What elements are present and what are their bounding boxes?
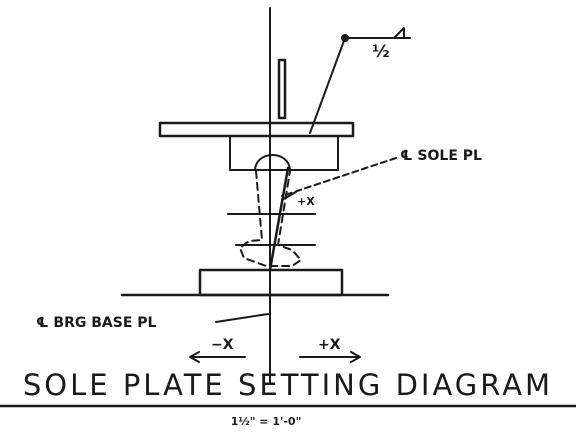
weld-size-label: ½ (372, 42, 390, 62)
offset-marker-line (281, 191, 297, 201)
plus-x-arrow-icon (350, 351, 361, 363)
minus-x-label: −X (211, 337, 234, 353)
minus-x-arrow-icon (189, 351, 200, 363)
sole-pl-leader (281, 157, 397, 197)
sole-plate-block (229, 136, 339, 171)
bearing-base-cl-label: ℄ BRG BASE PL (36, 315, 157, 331)
girder-flange (158, 121, 355, 138)
weld-leader-dot (341, 34, 349, 42)
brg-base-leader (215, 313, 269, 323)
sole-plate-center-line (268, 166, 290, 272)
drawing-scale: 1½" = 1'-0" (231, 415, 302, 428)
sole-plate-cl-label: ℄ SOLE PL (400, 148, 482, 164)
diagram-title: SOLE PLATE SETTING DIAGRAM (23, 368, 553, 402)
fillet-weld-symbol-icon (393, 27, 405, 39)
plus-x-label: +X (318, 337, 341, 353)
offset-plus-x-label: +X (297, 195, 315, 208)
rocker-pin (254, 154, 291, 171)
stiffener-detail (277, 58, 287, 120)
tilted-rocker-outline (239, 170, 302, 267)
